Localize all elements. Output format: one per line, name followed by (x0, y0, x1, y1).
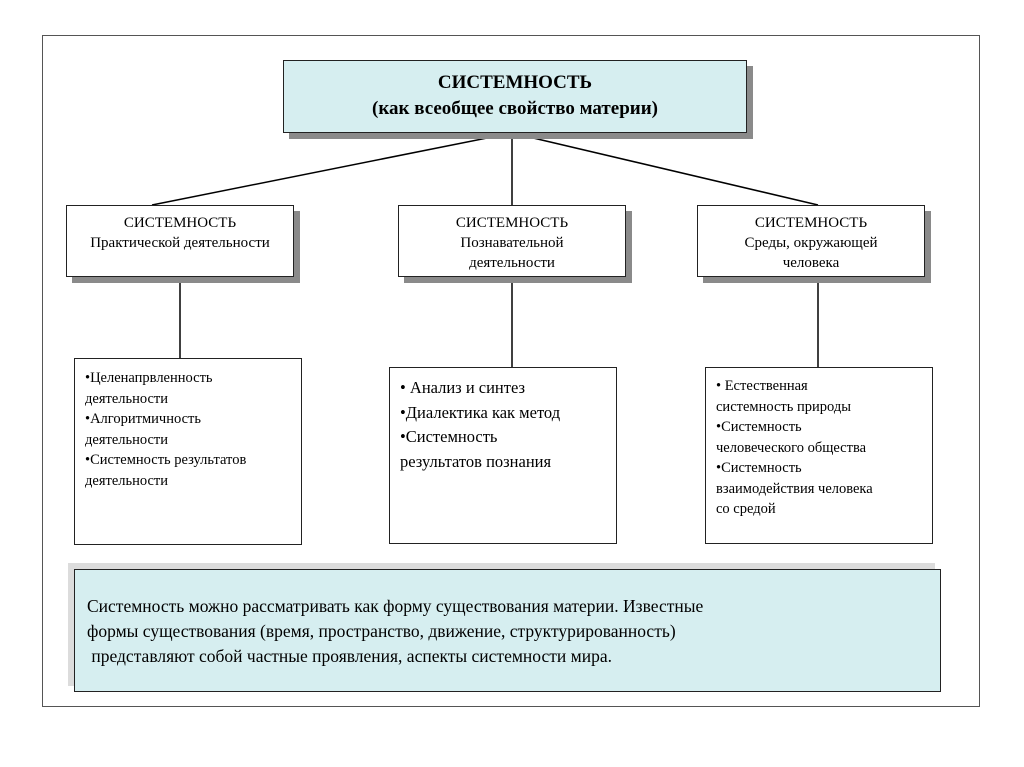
list-item: •Системность (716, 419, 802, 435)
list-item: со средой (716, 501, 776, 517)
summary-line: формы существования (время, пространство… (87, 621, 676, 641)
branch-node-line: человека (782, 255, 840, 271)
list-item: •Системность результатов (85, 452, 247, 468)
list-item: человеческого общества (716, 439, 867, 456)
list-item: системность природы (716, 398, 851, 415)
list-item: результатов познания (400, 451, 552, 471)
connector-root-right (511, 132, 819, 206)
branch-node-cognitive: СИСТЕМНОСТЬ Познавательной деятельности (398, 205, 626, 277)
list-item: •Системность (400, 427, 498, 446)
branch-node-environment: СИСТЕМНОСТЬ Среды, окружающей человека (697, 205, 925, 277)
list-item: деятельности (85, 390, 169, 407)
list-item: • Естественная (716, 378, 808, 394)
branch-node-line: СИСТЕМНОСТЬ (123, 215, 237, 231)
branch-node-line: деятельности (469, 255, 555, 271)
leaf-list-practical: •Целенапрвленность деятельности •Алгорит… (74, 358, 302, 545)
root-title: СИСТЕМНОСТЬ (437, 72, 593, 93)
summary-line: представляют собой частные проявления, а… (87, 646, 612, 666)
list-item: •Алгоритмичность (85, 411, 201, 427)
summary-line: Системность можно рассматривать как форм… (87, 596, 704, 616)
list-item: взаимодействия человека (716, 480, 873, 497)
list-item: •Диалектика как метод (400, 402, 561, 422)
leaf-list-environment: • Естественная системность природы •Сист… (705, 367, 933, 544)
branch-node-line: Среды, окружающей (744, 235, 878, 251)
branch-node-practical: СИСТЕМНОСТЬ Практической деятельности (66, 205, 294, 277)
branch-node-line: Практической деятельности (90, 235, 270, 251)
diagram-frame (42, 35, 980, 707)
leaf-list-cognitive: • Анализ и синтез •Диалектика как метод … (389, 367, 617, 544)
list-item: деятельности (85, 472, 169, 489)
list-item: • Анализ и синтез (400, 378, 526, 397)
branch-node-line: СИСТЕМНОСТЬ (754, 215, 868, 231)
branch-node-line: Познавательной (460, 235, 564, 251)
root-node: СИСТЕМНОСТЬ (как всеобщее свойство матер… (283, 60, 747, 133)
branch-node-line: СИСТЕМНОСТЬ (455, 215, 569, 231)
summary-box: Системность можно рассматривать как форм… (74, 569, 941, 692)
list-item: деятельности (85, 431, 169, 448)
list-item: •Системность (716, 460, 802, 476)
root-subtitle: (как всеобщее свойство материи) (372, 98, 658, 119)
connector-root-left (151, 132, 513, 206)
list-item: •Целенапрвленность (85, 370, 213, 386)
